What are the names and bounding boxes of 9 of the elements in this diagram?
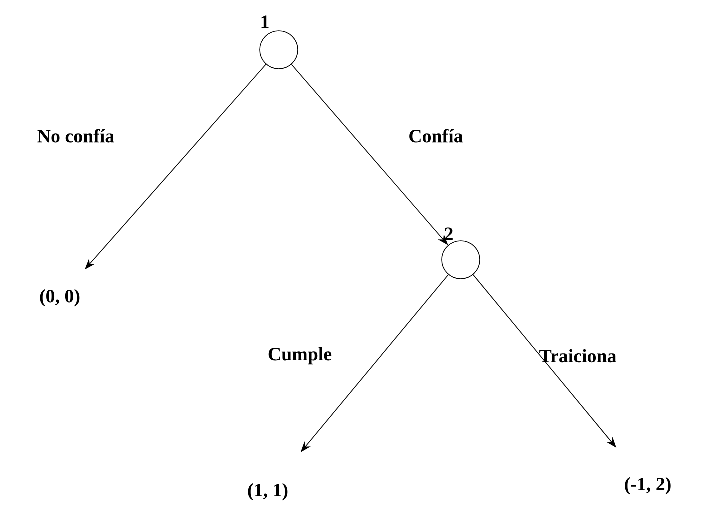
edge-label: No confía xyxy=(38,129,114,143)
payoff-label: (-1, 2) xyxy=(625,477,671,495)
node-label: 2 xyxy=(445,228,453,240)
edge-label: Confía xyxy=(410,129,464,143)
payoff-label: (0, 0) xyxy=(40,289,80,307)
payoff-label: (1, 1) xyxy=(248,483,288,501)
edge-label: Cumple xyxy=(268,347,332,365)
edge-label: Traiciona xyxy=(540,349,616,363)
node-label: 1 xyxy=(262,16,269,28)
